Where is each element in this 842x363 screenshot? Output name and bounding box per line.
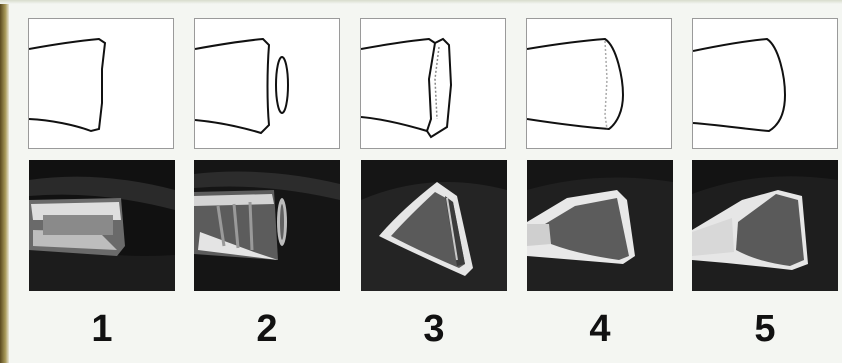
ct-scan-panel-1 bbox=[29, 160, 175, 291]
drawing-panel-1 bbox=[28, 18, 174, 149]
ct-image-3 bbox=[361, 160, 507, 291]
bone-outline-3 bbox=[361, 19, 505, 148]
panel-number-3: 3 bbox=[361, 305, 507, 353]
ct-image-1 bbox=[29, 160, 175, 291]
panel-number-4: 4 bbox=[527, 305, 673, 353]
ct-image-5 bbox=[692, 160, 838, 291]
ct-image-4 bbox=[527, 160, 673, 291]
bone-outline-4 bbox=[527, 19, 671, 148]
ct-scan-panel-2 bbox=[194, 160, 340, 291]
drawing-panel-4 bbox=[526, 18, 672, 149]
bone-outline-2 bbox=[195, 19, 339, 148]
panel-number-2: 2 bbox=[194, 305, 340, 353]
drawing-panel-3 bbox=[360, 18, 506, 149]
ct-scan-panel-5 bbox=[692, 160, 838, 291]
panel-number-1: 1 bbox=[29, 305, 175, 353]
bone-outline-1 bbox=[29, 19, 173, 148]
ct-scan-panel-3 bbox=[361, 160, 507, 291]
panel-number-5: 5 bbox=[692, 305, 838, 353]
bone-outline-5 bbox=[693, 19, 837, 148]
ct-image-2 bbox=[194, 160, 340, 291]
drawing-panel-5 bbox=[692, 18, 838, 149]
drawing-panel-2 bbox=[194, 18, 340, 149]
ct-scan-panel-4 bbox=[527, 160, 673, 291]
